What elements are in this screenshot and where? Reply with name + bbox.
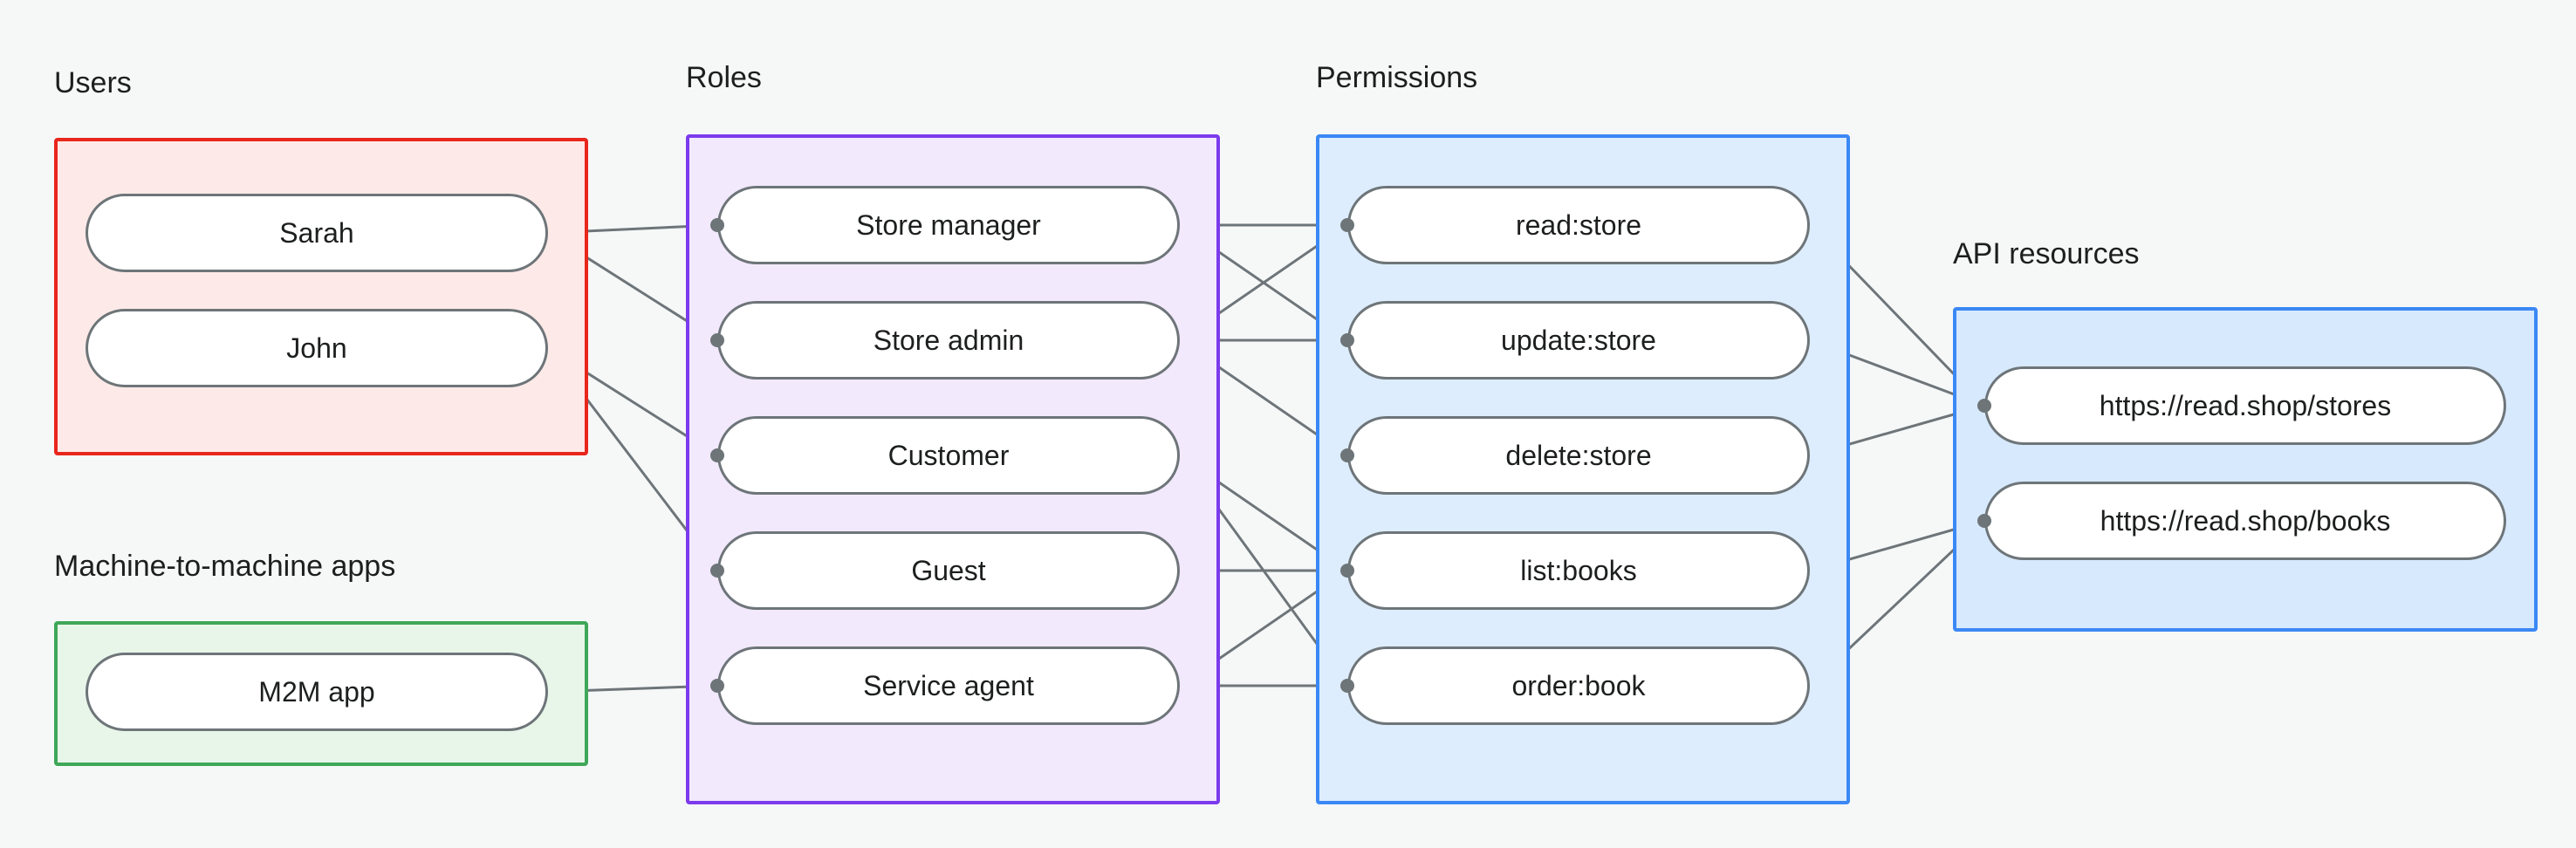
group-title-api: API resources bbox=[1953, 237, 2140, 270]
connector-dot-update_store bbox=[1340, 333, 1354, 347]
connector-dot-list_books bbox=[1340, 564, 1354, 578]
node-store_manager[interactable]: Store manager bbox=[717, 186, 1180, 264]
node-label: Store admin bbox=[873, 324, 1024, 356]
node-label: M2M app bbox=[258, 675, 375, 708]
node-res_books[interactable]: https://read.shop/books bbox=[1984, 482, 2506, 560]
node-m2mapp[interactable]: M2M app bbox=[86, 653, 548, 731]
connector-dot-store_admin bbox=[710, 333, 724, 347]
group-box-users bbox=[54, 138, 588, 455]
node-label: Customer bbox=[887, 439, 1010, 471]
group-title-m2m: Machine-to-machine apps bbox=[54, 550, 396, 583]
node-john[interactable]: John bbox=[86, 309, 548, 387]
group-title-users: Users bbox=[54, 66, 132, 99]
node-label: read:store bbox=[1515, 209, 1642, 241]
connector-dot-guest bbox=[710, 564, 724, 578]
node-store_admin[interactable]: Store admin bbox=[717, 301, 1180, 380]
node-label: Sarah bbox=[279, 216, 354, 249]
node-customer[interactable]: Customer bbox=[717, 416, 1180, 495]
node-guest[interactable]: Guest bbox=[717, 531, 1180, 610]
node-label: delete:store bbox=[1505, 439, 1652, 471]
node-delete_store[interactable]: delete:store bbox=[1347, 416, 1810, 495]
node-label: Service agent bbox=[863, 669, 1034, 701]
node-label: list:books bbox=[1520, 554, 1637, 586]
connector-dot-store_manager bbox=[710, 218, 724, 232]
group-title-permissions: Permissions bbox=[1316, 61, 1478, 94]
node-read_store[interactable]: read:store bbox=[1347, 186, 1810, 264]
connector-dot-res_stores bbox=[1977, 399, 1991, 413]
node-sarah[interactable]: Sarah bbox=[86, 194, 548, 272]
node-label: John bbox=[286, 332, 347, 364]
node-label: https://read.shop/stores bbox=[2099, 389, 2392, 421]
node-label: Store manager bbox=[856, 209, 1041, 241]
connector-dot-delete_store bbox=[1340, 448, 1354, 462]
node-label: update:store bbox=[1501, 324, 1656, 356]
node-label: order:book bbox=[1511, 669, 1646, 701]
node-order_book[interactable]: order:book bbox=[1347, 646, 1810, 725]
connector-dot-service_agent bbox=[710, 679, 724, 693]
node-res_stores[interactable]: https://read.shop/stores bbox=[1984, 366, 2506, 445]
node-label: Guest bbox=[911, 554, 986, 586]
node-label: https://read.shop/books bbox=[2100, 504, 2391, 537]
group-title-roles: Roles bbox=[686, 61, 762, 94]
node-service_agent[interactable]: Service agent bbox=[717, 646, 1180, 725]
node-list_books[interactable]: list:books bbox=[1347, 531, 1810, 610]
group-box-api bbox=[1953, 307, 2538, 632]
connector-dot-res_books bbox=[1977, 514, 1991, 528]
connector-dot-order_book bbox=[1340, 679, 1354, 693]
connector-dot-customer bbox=[710, 448, 724, 462]
node-update_store[interactable]: update:store bbox=[1347, 301, 1810, 380]
connector-dot-read_store bbox=[1340, 218, 1354, 232]
